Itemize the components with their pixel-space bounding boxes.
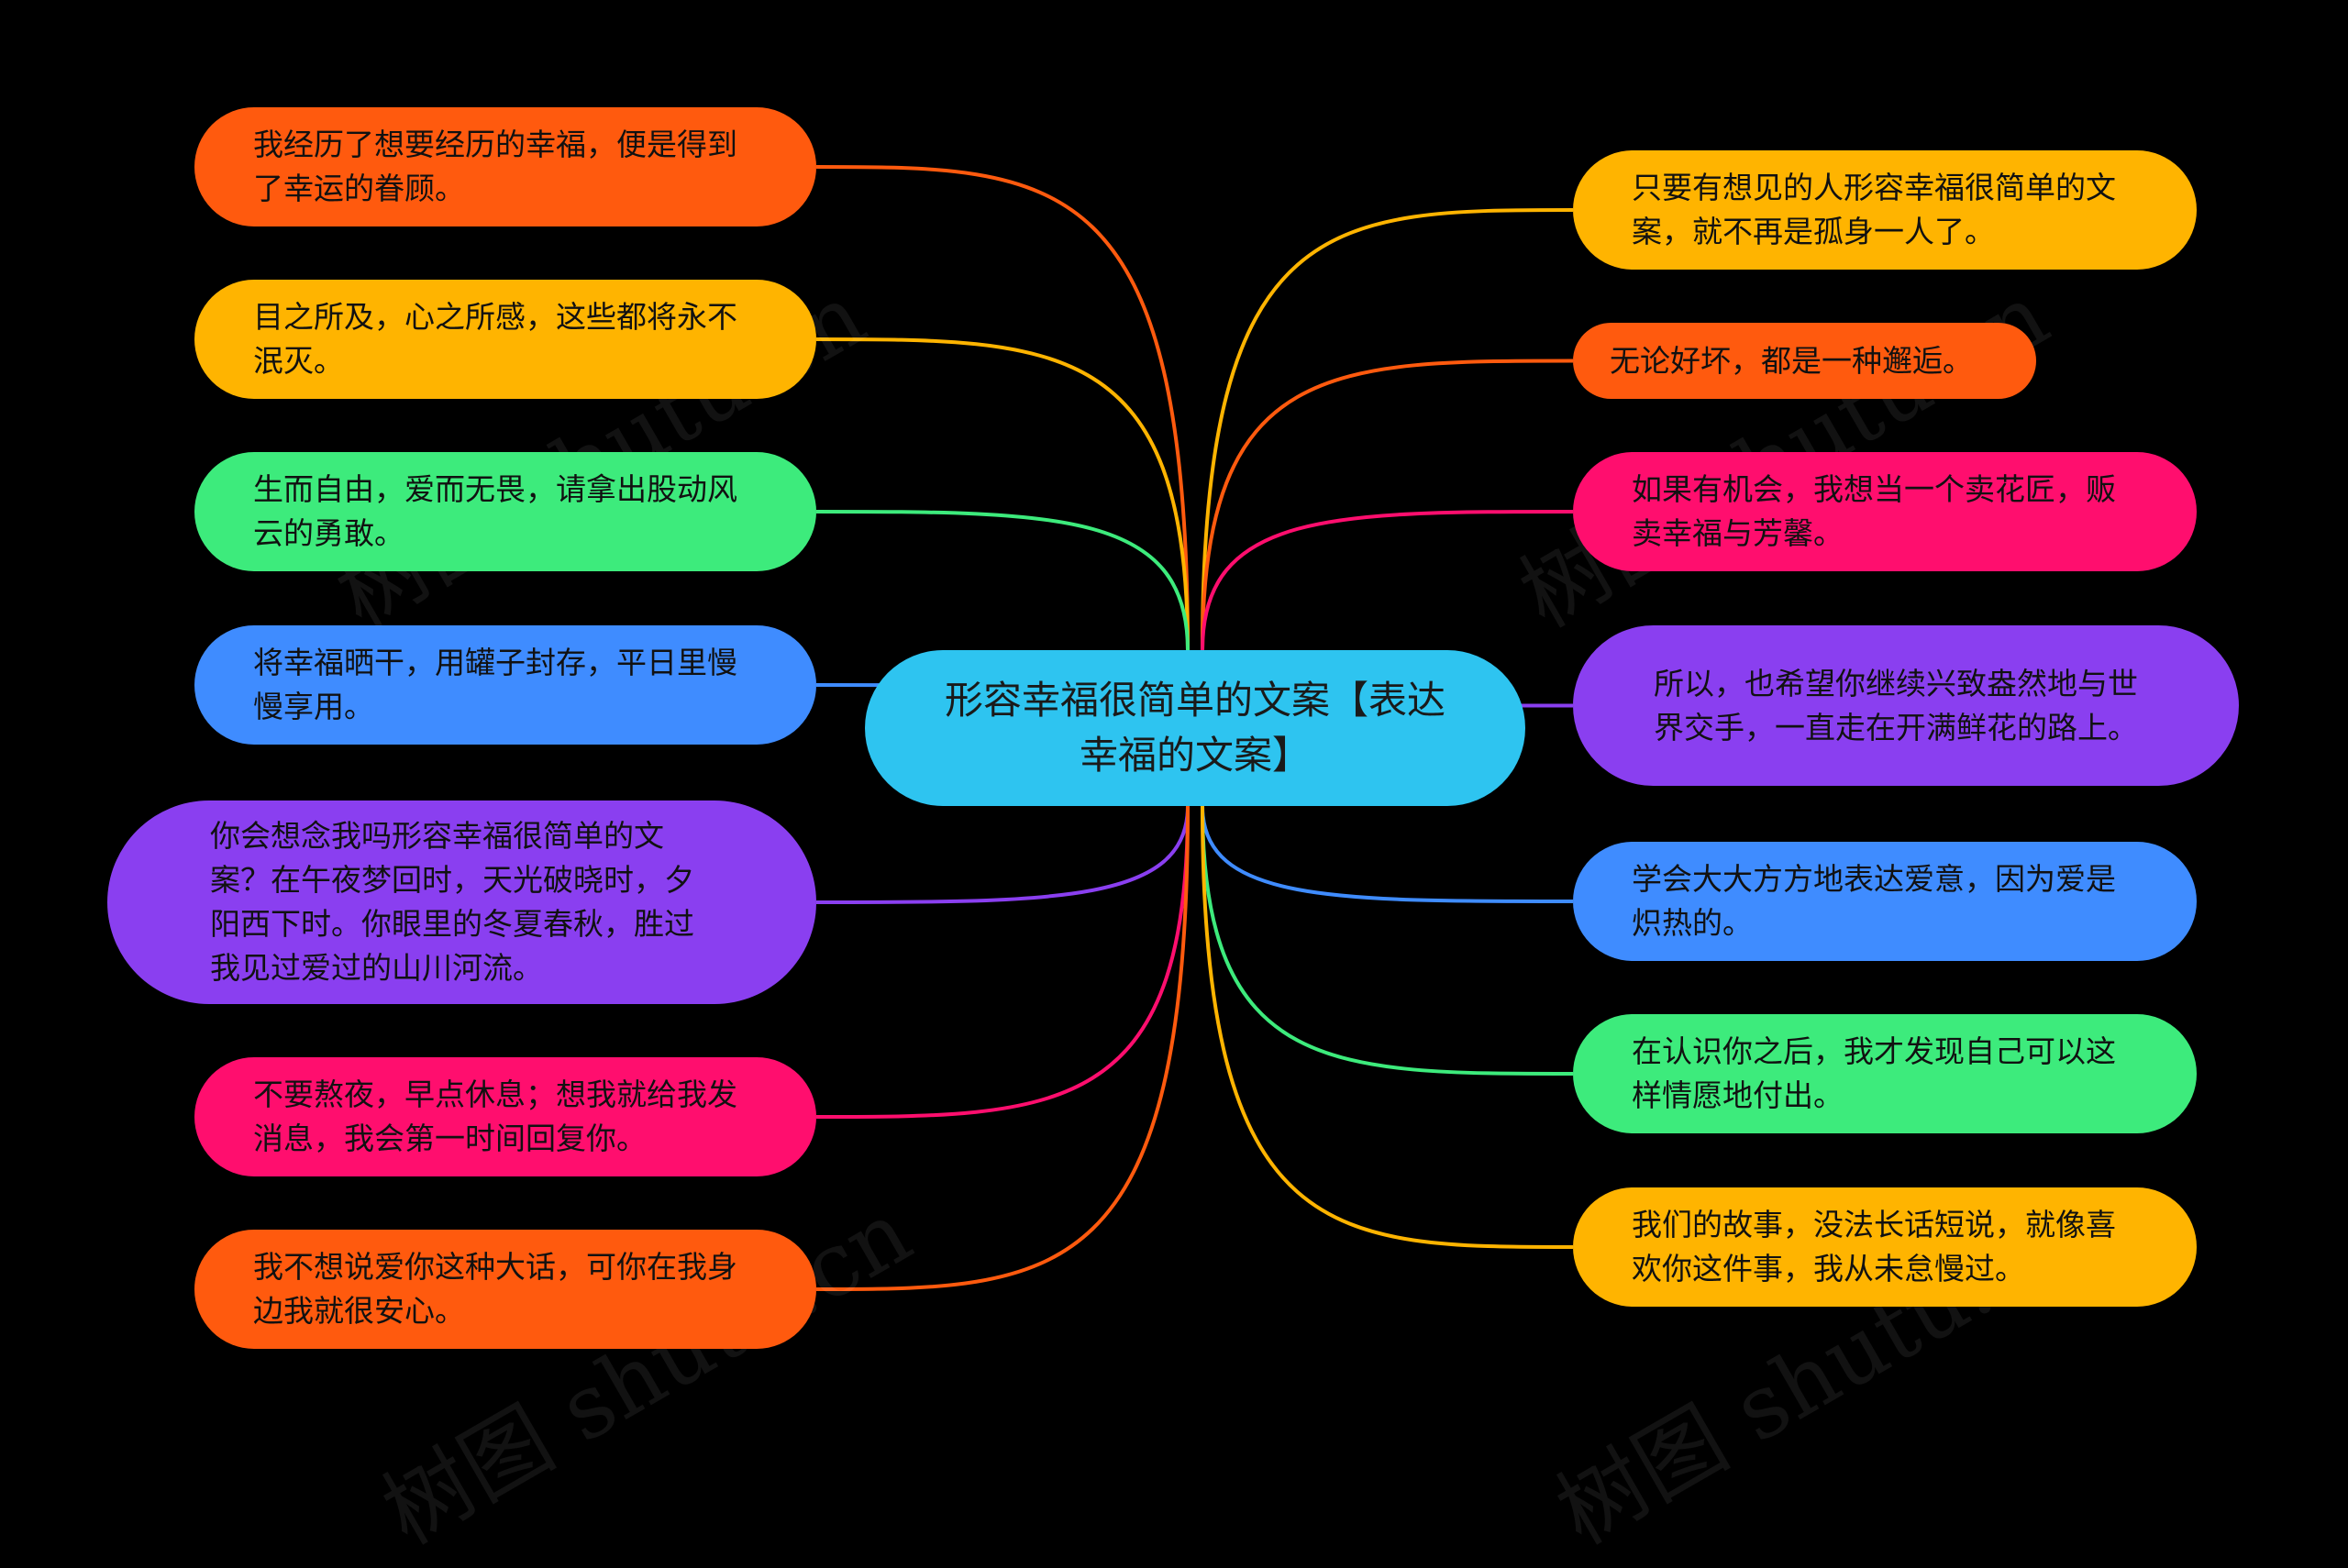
topic-label: 我经历了想要经历的幸福，便是得到了幸运的眷顾。 [253,127,737,206]
connector-line [815,510,1190,651]
right-topic-1[interactable]: 只要有想见的人形容幸福很简单的文案，就不再是孤身一人了。 [1573,150,2197,270]
connector-line [1201,510,1574,651]
topic-label: 你会想念我吗形容幸福很简单的文案？在午夜梦回时，天光破晓时，夕阳西下时。你眼里的… [210,818,694,986]
connector-line [1201,208,1574,651]
connector-line [1201,359,1574,651]
right-topic-7[interactable]: 我们的故事，没法长话短说，就像喜欢你这件事，我从未怠慢过。 [1573,1187,2197,1307]
topic-label: 不要熬夜，早点休息；想我就给我发消息，我会第一时间回复你。 [253,1077,737,1156]
mind-map: 树图 shutu.cn 树图 shutu.cn 树图 shutu.cn 树图 s… [107,107,2239,1564]
connector-line [1201,805,1574,903]
root-topic[interactable]: 形容幸福很简单的文案【表达幸福的文案】 [865,650,1525,806]
topic-label: 所以，也希望你继续兴致盎然地与世界交手，一直走在开满鲜花的路上。 [1654,665,2138,745]
left-topic-4[interactable]: 将幸福晒干，用罐子封存，平日里慢慢享用。 [194,625,816,745]
left-topic-5[interactable]: 你会想念我吗形容幸福很简单的文案？在午夜梦回时，天光破晓时，夕阳西下时。你眼里的… [107,801,816,1004]
topic-label: 在认识你之后，我才发现自己可以这样情愿地付出。 [1632,1033,2116,1113]
topic-label: 如果有机会，我想当一个卖花匠，贩卖幸福与芳馨。 [1632,471,2116,551]
topic-label: 目之所及，心之所感，这些都将永不泯灭。 [253,299,737,379]
right-topic-2[interactable]: 无论好坏，都是一种邂逅。 [1573,323,2036,399]
left-topic-2[interactable]: 目之所及，心之所感，这些都将永不泯灭。 [194,280,816,399]
left-topic-7[interactable]: 我不想说爱你这种大话，可你在我身边我就很安心。 [194,1230,816,1349]
right-topic-5[interactable]: 学会大大方方地表达爱意，因为爱是炽热的。 [1573,842,2197,961]
topic-label: 无论好坏，都是一种邂逅。 [1610,342,1973,379]
connector-line [1201,805,1574,1076]
topic-label: 只要有想见的人形容幸福很简单的文案，就不再是孤身一人了。 [1632,170,2116,249]
connector-line [815,805,1190,1119]
left-topic-6[interactable]: 不要熬夜，早点休息；想我就给我发消息，我会第一时间回复你。 [194,1057,816,1176]
topic-label: 我不想说爱你这种大话，可你在我身边我就很安心。 [253,1249,737,1329]
connector-line [815,805,1190,904]
connector-line [815,337,1190,651]
connector-line [1201,805,1574,1249]
topic-label: 学会大大方方地表达爱意，因为爱是炽热的。 [1632,861,2116,941]
right-topic-6[interactable]: 在认识你之后，我才发现自己可以这样情愿地付出。 [1573,1014,2197,1133]
left-topic-3[interactable]: 生而自由，爱而无畏，请拿出股动风云的勇敢。 [194,452,816,571]
root-topic-label: 形容幸福很简单的文案【表达幸福的文案】 [944,678,1445,778]
right-topic-4[interactable]: 所以，也希望你继续兴致盎然地与世界交手，一直走在开满鲜花的路上。 [1573,625,2239,786]
topic-label: 将幸福晒干，用罐子封存，平日里慢慢享用。 [253,645,737,724]
right-topic-3[interactable]: 如果有机会，我想当一个卖花匠，贩卖幸福与芳馨。 [1573,452,2197,571]
left-topic-1[interactable]: 我经历了想要经历的幸福，便是得到了幸运的眷顾。 [194,107,816,226]
connector-line [815,165,1190,651]
connector-line [815,805,1190,1291]
topic-label: 生而自由，爱而无畏，请拿出股动风云的勇敢。 [253,471,737,551]
topic-label: 我们的故事，没法长话短说，就像喜欢你这件事，我从未怠慢过。 [1632,1207,2116,1286]
